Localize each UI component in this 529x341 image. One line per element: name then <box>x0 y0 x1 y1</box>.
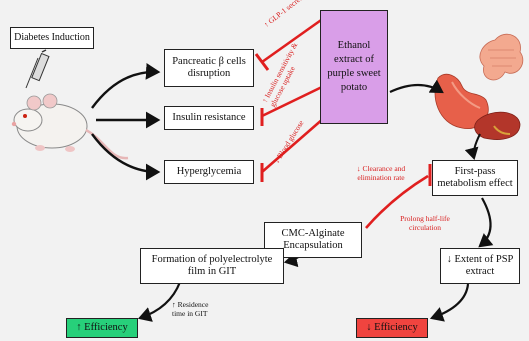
diabetes-induction-node: Diabetes Induction <box>10 27 94 49</box>
digestive-organs-illustration <box>434 33 524 140</box>
insulin-resistance-node: Insulin resistance <box>164 106 254 130</box>
residence-time-label: ↑ Residence time in GIT <box>172 300 209 318</box>
arrow-to-organs <box>389 79 444 94</box>
half-life-label: Prolong half-life circulation <box>400 214 450 232</box>
arrow-to-psp <box>478 197 494 248</box>
inhibit-bar-pancreatic <box>254 53 270 71</box>
ethanol-extract-node: Ethanol extract of purple sweet potato <box>320 10 388 124</box>
efficiency-up-node: ↑ Efficiency <box>66 318 138 338</box>
polyelectrolyte-film-node: Formation of polyelectrolyte film in GIT <box>140 248 284 284</box>
arrow-to-first-pass <box>464 133 481 160</box>
inhibit-hyperglycemia <box>261 117 325 173</box>
hyperglycemia-node: Hyperglycemia <box>164 160 254 184</box>
pancreatic-disruption-node: Pancreatic β cells disruption <box>164 49 254 87</box>
mouse-illustration <box>11 93 129 160</box>
inhibit-insulin <box>261 84 325 118</box>
arrow-to-efficiency-down <box>429 283 470 322</box>
syringe-illustration <box>25 49 50 89</box>
arrow-to-pancreatic <box>91 62 161 109</box>
arrow-to-efficiency-up <box>137 281 182 322</box>
efficiency-down-node: ↓ Efficiency <box>356 318 428 338</box>
inhibit-pancreatic <box>261 16 325 64</box>
arrow-to-hyperglycemia <box>91 133 161 181</box>
psp-extent-node: ↓ Extent of PSP extract <box>440 248 520 284</box>
clearance-label: ↓ Clearance and elimination rate <box>356 164 406 182</box>
first-pass-metabolism-node: First-pass metabolism effect <box>432 160 518 196</box>
inhibit-first-pass <box>365 174 429 229</box>
